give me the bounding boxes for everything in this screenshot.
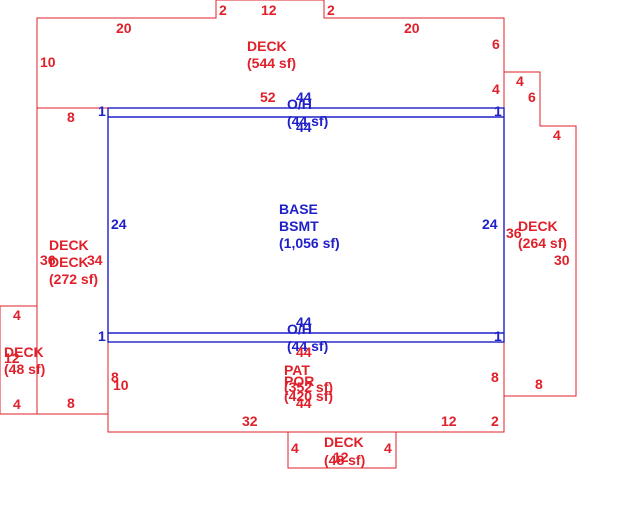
dim-label: 44 [296,395,312,411]
dim-label: 12 [333,449,349,465]
dim-label: 10 [40,54,56,70]
deck-bottom-name: DECK [324,434,364,450]
pat-name-1: PAT [284,362,310,378]
deck-far-left-name: DECK [4,344,44,360]
dim-label: 1 [98,103,106,119]
deck-left-area: (272 sf) [49,271,98,287]
dim-label: 12 [441,413,457,429]
deck-outlines [0,0,577,469]
bsmt-name-2: BSMT [279,218,319,234]
oh-bottom-name: O/H [287,321,312,337]
dim-label: 24 [111,216,127,232]
patio-outline [107,342,505,433]
dim-label: 52 [260,89,276,105]
deck-left-name-a: DECK [49,237,89,253]
area-labels: DECK (544 sf) BASE BSMT (1,056 sf) DECK … [4,38,567,468]
dim-label: 36 [506,225,522,241]
dim-label: 2 [491,413,499,429]
deck-left-name-b: DECK [49,254,89,270]
deck-top-outline [36,0,505,108]
dim-label: 12 [4,350,20,366]
dim-label: 24 [482,216,498,232]
dim-label: 36 [40,252,56,268]
dim-label: 32 [242,413,258,429]
pat-area-2: (420 sf) [284,388,333,404]
dim-label: 4 [13,307,21,323]
deck-right-area: (264 sf) [518,235,567,251]
dim-label: 44 [296,344,312,360]
pat-area-1: (352 sf) [284,379,333,395]
pat-name-2: POR [284,373,314,389]
deck-far-left-area: (48 sf) [4,361,45,377]
dim-label: 44 [296,89,312,105]
dim-label: 2 [219,2,227,18]
deck-right-name: DECK [518,218,558,234]
dim-label: 8 [111,369,119,385]
basement-outlines [107,107,505,343]
dimension-labels: 2 12 2 20 20 10 6 4 4 6 4 52 44 44 8 1 1… [4,2,570,465]
dim-label: 4 [553,127,561,143]
dim-label: 34 [87,252,103,268]
basement-outline [107,107,505,343]
dim-label: 4 [291,440,299,456]
dim-label: 4 [384,440,392,456]
dim-label: 1 [494,103,502,119]
dim-label: 6 [492,36,500,52]
oh-top-name: O/H [287,96,312,112]
dim-label: 8 [535,376,543,392]
deck-top-name: DECK [247,38,287,54]
dim-label: 2 [327,2,335,18]
deck-far-left-outline [0,305,37,415]
dim-label: 12 [261,2,277,18]
oh-top-area: (44 sf) [287,113,328,129]
dim-label: 4 [516,73,524,89]
deck-bottom-outline [287,432,397,469]
bsmt-name-1: BASE [279,201,318,217]
deck-top-area: (544 sf) [247,55,296,71]
dim-label: 30 [554,252,570,268]
dim-label: 10 [113,377,129,393]
dim-label: 20 [116,20,132,36]
dim-label: 44 [296,314,312,330]
oh-bottom-area: (44 sf) [287,338,328,354]
dim-label: 8 [491,369,499,385]
deck-right-outline [504,71,577,397]
dim-label: 6 [528,89,536,105]
bsmt-area: (1,056 sf) [279,235,340,251]
dim-label: 8 [67,109,75,125]
dim-label: 8 [67,395,75,411]
dim-label: 44 [296,119,312,135]
dim-label: 4 [13,396,21,412]
dim-label: 4 [492,81,500,97]
deck-bottom-area: (48 sf) [324,452,365,468]
dim-label: 1 [494,328,502,344]
dim-label: 1 [98,328,106,344]
dim-label: 20 [404,20,420,36]
